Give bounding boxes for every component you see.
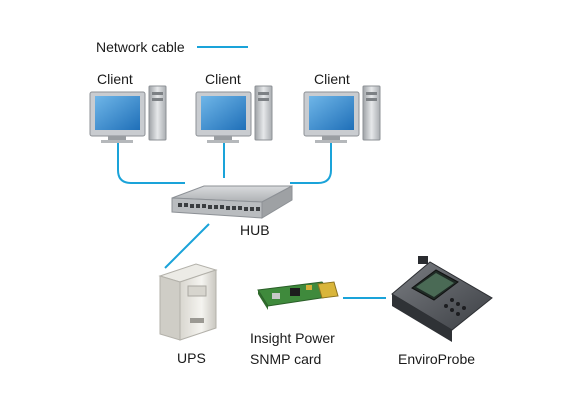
client-label-2: Client [205,71,241,87]
hub-device [171,185,293,219]
client-label-1: Client [97,71,133,87]
client-computer-2 [195,85,273,143]
cables [117,142,386,299]
enviroprobe-device [391,256,493,342]
cable-hub-ups [164,223,210,269]
enviroprobe-label: EnviroProbe [398,351,475,367]
cable-client3-hub [290,142,332,184]
legend-label: Network cable [96,39,185,55]
client-computer-1 [89,85,167,143]
snmp-label-line1: Insight Power [250,330,335,346]
snmp-label-line2: SNMP card [250,351,321,367]
ups-label: UPS [177,350,206,366]
snmp-card [257,281,339,310]
hub-label: HUB [240,222,270,238]
client-label-3: Client [314,71,350,87]
ups-device [158,263,218,341]
cable-client1-hub [117,142,185,184]
client-computer-3 [303,85,381,143]
